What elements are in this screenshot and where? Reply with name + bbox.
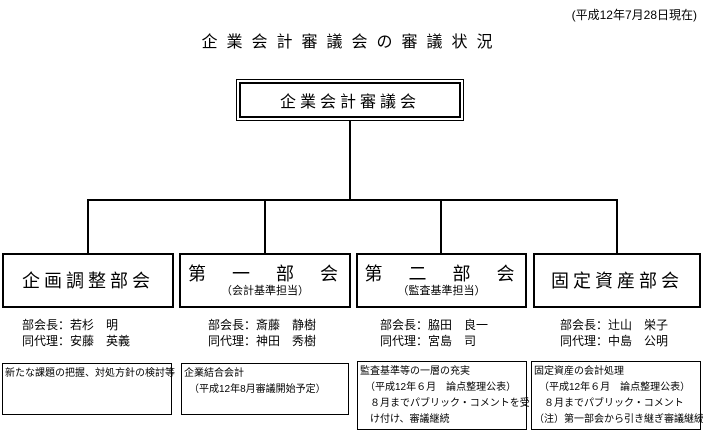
root-box-inner-border: 企業会計審議会 <box>239 82 461 118</box>
note-line: （平成12年8月審議開始予定） <box>184 384 326 395</box>
dept-notes-planning-coordination: 新たな課題の把握、対処方針の検討等 <box>2 363 175 415</box>
dept-leaders-first-subcommittee: 部会長：斎藤 静樹 同代理：神田 秀樹 <box>208 317 316 349</box>
dept-subtitle: （会計基準担当） <box>221 285 309 297</box>
note-line: （注）第一部会から引き継ぎ審議継続 <box>534 414 703 425</box>
dept-leaders-fixed-assets: 部会長：辻山 栄子 同代理：中島 公明 <box>560 317 668 349</box>
dept-notes-second-subcommittee: 監査基準等の一層の充実 （平成12年６月 論点整理公表） ８月までパブリック・コ… <box>357 361 530 430</box>
deputy-line: 同代理：中島 公明 <box>560 334 669 348</box>
note-line: ８月までパブリック・コメントを受 <box>360 398 530 409</box>
dept-notes-first-subcommittee: 企業結合会計 （平成12年8月審議開始予定） <box>181 363 349 415</box>
deputy-line: 同代理：神田 秀樹 <box>208 334 317 348</box>
deputy-line: 同代理：安藤 英義 <box>22 334 131 348</box>
note-line: ８月までパブリック・コメント <box>534 398 684 409</box>
page-title: 企業会計審議会の審議状況 <box>201 34 502 51</box>
connector-trunk <box>349 120 351 200</box>
note-line: （平成12年６月 論点整理公表） <box>360 382 517 393</box>
dept-name: 固定資産部会 <box>551 270 683 291</box>
dept-leaders-second-subcommittee: 部会長：脇田 良一 同代理：宮島 司 <box>380 317 488 349</box>
root-box-council: 企業会計審議会 <box>236 79 464 121</box>
dept-name: 第 一 部 会 <box>188 264 342 284</box>
note-line: 監査基準等の一層の充実 <box>360 366 470 377</box>
chair-line: 部会長：若杉 明 <box>22 318 119 332</box>
dept-subtitle: （監査基準担当） <box>397 285 486 297</box>
note-line: け付け、審議継続 <box>360 414 450 425</box>
connector-horizontal-bar <box>87 199 618 201</box>
chair-line: 部会長：斎藤 静樹 <box>208 318 317 332</box>
dept-name: 企画調整部会 <box>22 270 154 291</box>
chair-line: 部会長：脇田 良一 <box>380 318 489 332</box>
note-line: 固定資産の会計処理 <box>534 366 624 377</box>
date-note: (平成12年7月28日現在) <box>571 8 697 22</box>
dept-box-fixed-assets: 固定資産部会 <box>533 253 701 308</box>
root-box-label: 企業会計審議会 <box>279 94 420 111</box>
note-line: （平成12年６月 論点整理公表） <box>534 382 691 393</box>
dept-leaders-planning-coordination: 部会長：若杉 明 同代理：安藤 英義 <box>22 317 130 349</box>
dept-box-planning-coordination: 企画調整部会 <box>2 253 174 308</box>
connector-drop-second <box>440 199 442 253</box>
chair-line: 部会長：辻山 栄子 <box>560 318 669 332</box>
note-line: 新たな課題の把握、対処方針の検討等 <box>5 368 175 379</box>
dept-name: 第 二 部 会 <box>364 264 519 284</box>
deputy-line: 同代理：宮島 司 <box>380 334 477 348</box>
dept-box-first-subcommittee: 第 一 部 会 （会計基準担当） <box>179 253 351 308</box>
connector-drop-first <box>264 199 266 253</box>
dept-box-second-subcommittee: 第 二 部 会 （監査基準担当） <box>356 253 527 308</box>
note-line: 企業結合会計 <box>184 368 244 379</box>
connector-drop-planning <box>87 199 89 253</box>
dept-notes-fixed-assets: 固定資産の会計処理 （平成12年６月 論点整理公表） ８月までパブリック・コメン… <box>531 361 703 430</box>
connector-drop-fixed-assets <box>616 199 618 253</box>
